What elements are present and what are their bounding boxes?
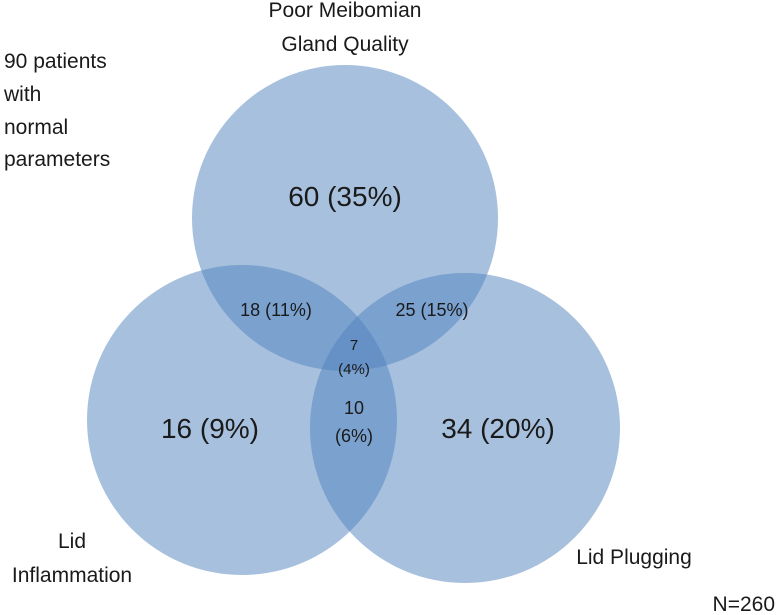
set-label-top-line2: Gland Quality <box>281 33 409 56</box>
set-label-right: Lid Plugging <box>576 546 692 569</box>
region-right-only: 34 (20%) <box>441 413 555 444</box>
set-label-top-line1: Poor Meibomian <box>269 0 422 22</box>
set-label-left-line2: Inflammation <box>12 564 132 587</box>
set-label-left-line1: Lid <box>58 530 86 553</box>
region-left-right-pct: (6%) <box>335 426 373 446</box>
circle-lid-plugging <box>310 273 620 583</box>
total-count: N=260 <box>713 593 775 615</box>
region-all-pct: (4%) <box>338 361 370 378</box>
region-all-count: 7 <box>350 337 358 354</box>
region-left-only: 16 (9%) <box>161 413 259 444</box>
region-top-right: 25 (15%) <box>395 300 468 320</box>
note-line3: normal <box>4 116 68 139</box>
region-top-left: 18 (11%) <box>240 300 312 320</box>
region-top-only: 60 (35%) <box>288 181 402 212</box>
note-line4: parameters <box>4 148 110 171</box>
note-line2: with <box>3 83 41 106</box>
region-left-right-count: 10 <box>344 398 364 418</box>
note-line1: 90 patients <box>4 50 107 73</box>
circle-lid-inflammation <box>87 265 397 575</box>
